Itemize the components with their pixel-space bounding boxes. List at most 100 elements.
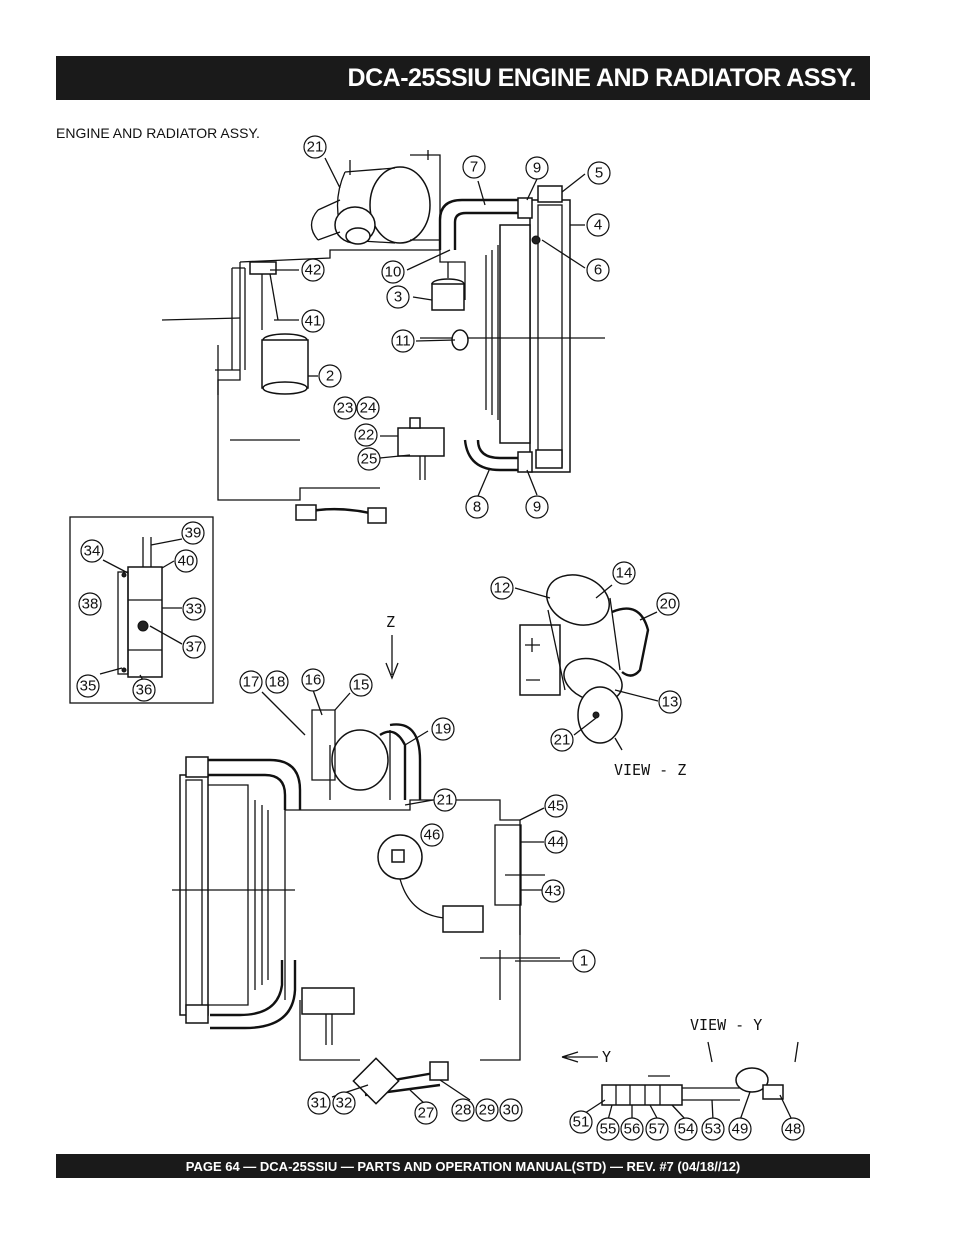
callout-circle: [182, 597, 206, 621]
callout-number: 6: [594, 262, 602, 279]
callout-number: 13: [662, 694, 679, 711]
bottom-engine-assembly: [172, 709, 560, 1105]
callout-circle: [451, 1098, 475, 1122]
callout-number: 32: [336, 1095, 353, 1112]
callout-circle: [612, 561, 636, 585]
callout-25: 25: [357, 447, 381, 471]
callout-number: 40: [178, 553, 195, 570]
callout-number: 21: [554, 732, 571, 749]
callout-circle: [587, 161, 611, 185]
air-cleaner-drawing: [310, 150, 441, 245]
view-z-label: VIEW - Z: [614, 761, 686, 779]
callout-circle: [414, 1101, 438, 1125]
callout-number: 29: [479, 1102, 496, 1119]
callout-22: 22: [354, 423, 378, 447]
callout-number: 54: [678, 1121, 695, 1138]
callout-number: 11: [395, 333, 411, 350]
callout-44: 44: [544, 830, 568, 854]
callout-number: 4: [594, 217, 602, 234]
callout-10: 10: [381, 260, 405, 284]
callout-57: 57: [645, 1117, 669, 1141]
top-engine-assembly: [161, 150, 605, 524]
callout-circle: [572, 949, 596, 973]
callout-number: 3: [394, 289, 402, 306]
footer-text: PAGE 64 — DCA-25SSIU — PARTS AND OPERATI…: [185, 1158, 741, 1174]
callout-circle: [465, 495, 489, 519]
callout-number: 39: [185, 525, 202, 542]
callout-circle: [645, 1117, 669, 1141]
callout-circle: [550, 728, 574, 752]
callout-number: 37: [186, 639, 203, 656]
callout-circle: [318, 364, 342, 388]
callout-number: 43: [545, 883, 562, 900]
callout-number: 36: [136, 682, 153, 699]
view-y-detail: [561, 1041, 799, 1106]
callout-circle: [541, 879, 565, 903]
callout-circle: [544, 794, 568, 818]
callout-3: 3: [386, 285, 410, 309]
callout-circle: [462, 155, 486, 179]
callout-number: 21: [307, 139, 324, 156]
callout-circle: [303, 135, 327, 159]
radiator-drawing: [420, 185, 605, 473]
callout-12: 12: [490, 576, 514, 600]
view-z-detail: [519, 574, 650, 751]
callout-51: 51: [569, 1110, 593, 1134]
callout-8: 8: [465, 495, 489, 519]
callout-circle: [658, 690, 682, 714]
callout-number: 16: [305, 672, 322, 689]
callout-2: 2: [318, 364, 342, 388]
callout-circle: [728, 1117, 752, 1141]
callout-36: 36: [132, 678, 156, 702]
callout-number: 53: [705, 1121, 722, 1138]
callout-18: 18: [265, 670, 289, 694]
callout-number: 28: [455, 1102, 472, 1119]
callout-21: 21: [433, 788, 457, 812]
callout-circle: [544, 830, 568, 854]
callout-13: 13: [658, 690, 682, 714]
callout-circle: [356, 396, 380, 420]
callout-41: 41: [301, 309, 325, 333]
callout-circle: [525, 495, 549, 519]
callout-number: 9: [533, 499, 541, 516]
callout-number: 25: [361, 451, 378, 468]
callout-28: 28: [451, 1098, 475, 1122]
callout-circle: [357, 447, 381, 471]
callout-number: 17: [243, 674, 260, 691]
callout-49: 49: [728, 1117, 752, 1141]
page-footer: PAGE 64 — DCA-25SSIU — PARTS AND OPERATI…: [56, 1154, 870, 1178]
callout-17: 17: [239, 670, 263, 694]
callout-number: 57: [649, 1121, 666, 1138]
callout-circle: [354, 423, 378, 447]
callout-19: 19: [431, 717, 455, 741]
callout-number: 24: [360, 400, 377, 417]
callout-37: 37: [182, 635, 206, 659]
callout-number: 56: [624, 1121, 641, 1138]
callout-circle: [301, 309, 325, 333]
callout-circle: [307, 1091, 331, 1115]
callout-circle: [332, 1091, 356, 1115]
callout-circle: [174, 549, 198, 573]
callout-circle: [701, 1117, 725, 1141]
callout-4: 4: [586, 213, 610, 237]
callout-circle: [239, 670, 263, 694]
callout-number: 38: [82, 596, 99, 613]
callout-circle: [265, 670, 289, 694]
callout-circle: [596, 1117, 620, 1141]
callout-circle: [674, 1117, 698, 1141]
callout-7: 7: [462, 155, 486, 179]
callout-21: 21: [550, 728, 574, 752]
callout-circle: [490, 576, 514, 600]
callout-circle: [525, 156, 549, 180]
callout-circle: [656, 592, 680, 616]
sub-tank-drawing: [431, 262, 465, 311]
callout-circle: [333, 396, 357, 420]
callout-circle: [431, 717, 455, 741]
callout-number: 45: [548, 798, 565, 815]
oil-filter-drawing: [261, 333, 309, 395]
callout-number: 41: [305, 313, 322, 330]
callout-24: 24: [356, 396, 380, 420]
callout-40: 40: [174, 549, 198, 573]
